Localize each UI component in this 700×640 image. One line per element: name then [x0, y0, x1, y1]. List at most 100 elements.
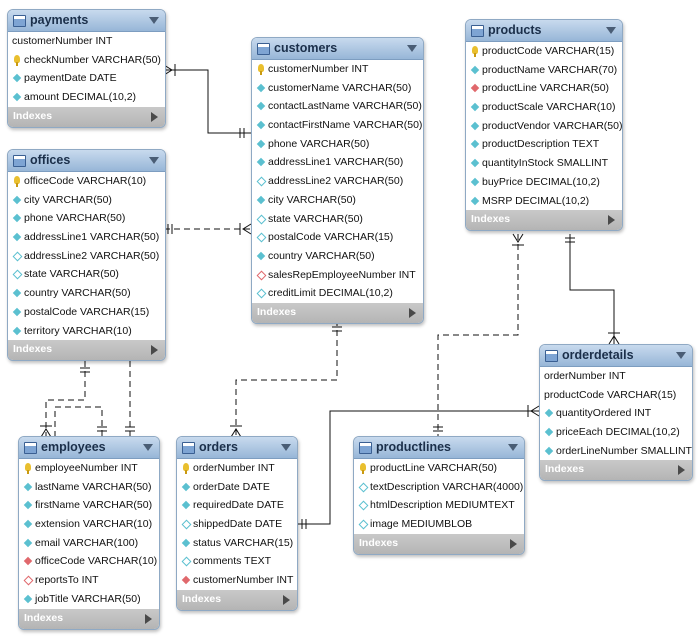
column-row[interactable]: orderNumber INT: [177, 459, 297, 478]
column-row[interactable]: officeCode VARCHAR(10): [8, 172, 165, 191]
column-row[interactable]: productLine VARCHAR(50): [466, 79, 622, 98]
collapse-arrow-icon[interactable]: [508, 444, 518, 451]
column-row[interactable]: requiredDate DATE: [177, 496, 297, 515]
column-row[interactable]: customerNumber INT: [8, 32, 165, 51]
column-row[interactable]: postalCode VARCHAR(15): [252, 228, 423, 247]
column-row[interactable]: country VARCHAR(50): [252, 247, 423, 266]
column-row[interactable]: status VARCHAR(15): [177, 534, 297, 553]
column-row[interactable]: orderDate DATE: [177, 478, 297, 497]
collapse-arrow-icon[interactable]: [407, 45, 417, 52]
expand-arrow-icon[interactable]: [151, 111, 158, 122]
column-row[interactable]: territory VARCHAR(10): [8, 322, 165, 341]
indexes-section[interactable]: Indexes: [354, 533, 524, 554]
column-row[interactable]: addressLine1 VARCHAR(50): [8, 228, 165, 247]
column-row[interactable]: MSRP DECIMAL(10,2): [466, 192, 622, 211]
column-row[interactable]: contactLastName VARCHAR(50): [252, 97, 423, 116]
table-header[interactable]: customers: [252, 38, 423, 60]
expand-arrow-icon[interactable]: [145, 613, 152, 624]
column-row[interactable]: city VARCHAR(50): [252, 191, 423, 210]
column-row[interactable]: salesRepEmployeeNumber INT: [252, 266, 423, 285]
column-row[interactable]: orderNumber INT: [540, 367, 692, 386]
collapse-arrow-icon[interactable]: [676, 352, 686, 359]
column-row[interactable]: customerNumber INT: [252, 60, 423, 79]
indexes-section[interactable]: Indexes: [8, 340, 165, 361]
indexes-section[interactable]: Indexes: [466, 210, 622, 231]
column-row[interactable]: shippedDate DATE: [177, 515, 297, 534]
column-row[interactable]: comments TEXT: [177, 552, 297, 571]
column-row[interactable]: postalCode VARCHAR(15): [8, 303, 165, 322]
collapse-arrow-icon[interactable]: [149, 157, 159, 164]
column-row[interactable]: country VARCHAR(50): [8, 284, 165, 303]
column-row[interactable]: state VARCHAR(50): [8, 265, 165, 284]
column-row[interactable]: reportsTo INT: [19, 571, 159, 590]
column-row[interactable]: productVendor VARCHAR(50): [466, 117, 622, 136]
column-row[interactable]: image MEDIUMBLOB: [354, 515, 524, 534]
column-row[interactable]: addressLine2 VARCHAR(50): [8, 247, 165, 266]
collapse-arrow-icon[interactable]: [149, 17, 159, 24]
expand-arrow-icon[interactable]: [409, 307, 416, 318]
column-row[interactable]: customerName VARCHAR(50): [252, 79, 423, 98]
indexes-section[interactable]: Indexes: [177, 589, 297, 610]
column-row[interactable]: email VARCHAR(100): [19, 534, 159, 553]
column-row[interactable]: phone VARCHAR(50): [252, 135, 423, 154]
expand-arrow-icon[interactable]: [678, 465, 685, 476]
column-row[interactable]: city VARCHAR(50): [8, 191, 165, 210]
column-row[interactable]: jobTitle VARCHAR(50): [19, 590, 159, 609]
column-row[interactable]: htmlDescription MEDIUMTEXT: [354, 496, 524, 515]
table-header[interactable]: productlines: [354, 437, 524, 459]
column-row[interactable]: textDescription VARCHAR(4000): [354, 478, 524, 497]
column-row[interactable]: productCode VARCHAR(15): [540, 386, 692, 405]
column-row[interactable]: productLine VARCHAR(50): [354, 459, 524, 478]
column-row[interactable]: buyPrice DECIMAL(10,2): [466, 173, 622, 192]
table-header[interactable]: offices: [8, 150, 165, 172]
column-row[interactable]: productScale VARCHAR(10): [466, 98, 622, 117]
column-row[interactable]: paymentDate DATE: [8, 69, 165, 88]
collapse-arrow-icon[interactable]: [143, 444, 153, 451]
table-header[interactable]: employees: [19, 437, 159, 459]
indexes-section[interactable]: Indexes: [19, 608, 159, 629]
column-row[interactable]: quantityInStock SMALLINT: [466, 154, 622, 173]
column-row[interactable]: officeCode VARCHAR(10): [19, 552, 159, 571]
column-row[interactable]: checkNumber VARCHAR(50): [8, 51, 165, 70]
column-row[interactable]: priceEach DECIMAL(10,2): [540, 423, 692, 442]
column-row[interactable]: orderLineNumber SMALLINT: [540, 442, 692, 461]
expand-arrow-icon[interactable]: [283, 594, 290, 605]
column-row[interactable]: addressLine2 VARCHAR(50): [252, 172, 423, 191]
attribute-icon: [470, 65, 480, 74]
table-header[interactable]: products: [466, 20, 622, 42]
column-row[interactable]: amount DECIMAL(10,2): [8, 88, 165, 107]
expand-arrow-icon[interactable]: [151, 345, 158, 356]
column-row[interactable]: productCode VARCHAR(15): [466, 42, 622, 61]
collapse-arrow-icon[interactable]: [606, 27, 616, 34]
column-row[interactable]: firstName VARCHAR(50): [19, 496, 159, 515]
table-header[interactable]: orders: [177, 437, 297, 459]
indexes-section[interactable]: Indexes: [8, 106, 165, 127]
indexes-section[interactable]: Indexes: [540, 460, 692, 481]
column-row[interactable]: productDescription TEXT: [466, 135, 622, 154]
indexes-section[interactable]: Indexes: [252, 302, 423, 323]
column-row[interactable]: addressLine1 VARCHAR(50): [252, 153, 423, 172]
column-row[interactable]: phone VARCHAR(50): [8, 209, 165, 228]
column-row[interactable]: productName VARCHAR(70): [466, 61, 622, 80]
collapse-arrow-icon[interactable]: [281, 444, 291, 451]
column-row[interactable]: employeeNumber INT: [19, 459, 159, 478]
column-row[interactable]: extension VARCHAR(10): [19, 515, 159, 534]
column-row[interactable]: state VARCHAR(50): [252, 210, 423, 229]
column-row[interactable]: quantityOrdered INT: [540, 404, 692, 423]
column-row[interactable]: contactFirstName VARCHAR(50): [252, 116, 423, 135]
table-header[interactable]: payments: [8, 10, 165, 32]
expand-arrow-icon[interactable]: [510, 538, 517, 549]
column-row[interactable]: creditLimit DECIMAL(10,2): [252, 284, 423, 303]
column-row[interactable]: lastName VARCHAR(50): [19, 478, 159, 497]
column-row[interactable]: customerNumber INT: [177, 571, 297, 590]
table-header[interactable]: orderdetails: [540, 345, 692, 367]
expand-arrow-icon[interactable]: [608, 215, 615, 226]
